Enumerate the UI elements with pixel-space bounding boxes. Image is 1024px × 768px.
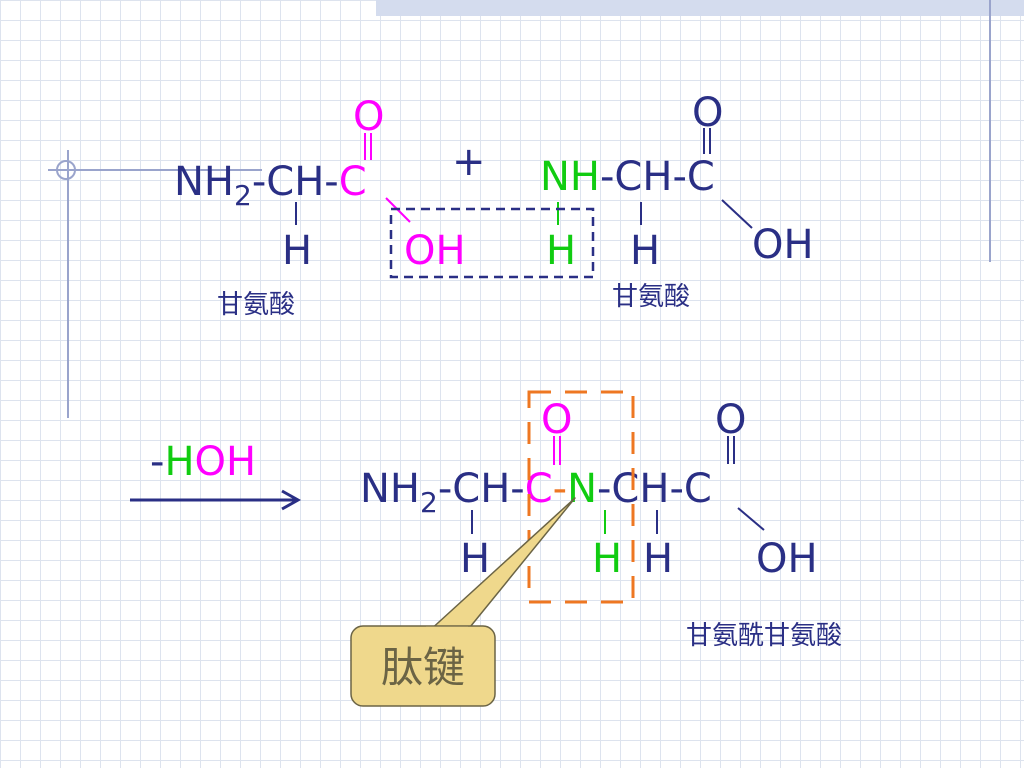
p-nh2: NH xyxy=(360,466,420,512)
r1-hydrogen: H xyxy=(282,228,312,274)
arrow-h: H xyxy=(164,439,194,485)
r1-hydroxyl: OH xyxy=(404,228,466,274)
peptide-bond-box xyxy=(527,390,635,604)
p-carbonyl-oxygen-2: O xyxy=(715,397,746,443)
p-amide-hydrogen: H xyxy=(592,536,622,582)
arrow-dash: - xyxy=(150,439,164,485)
p-ch-1: -CH- xyxy=(438,466,525,512)
r1-carbonyl-oxygen: O xyxy=(353,94,384,140)
arrow-oh: OH xyxy=(195,439,257,485)
r2-carbonyl-oxygen: O xyxy=(692,90,723,136)
p-c-oh-bond xyxy=(737,507,765,531)
product-name: 甘氨酰甘氨酸 xyxy=(686,621,842,651)
r2-amine-hydrogen: H xyxy=(546,228,576,274)
p-ch-c: -CH-C xyxy=(597,466,712,512)
top-corner-band xyxy=(376,0,1024,16)
r1-nh2: NH xyxy=(174,159,234,205)
r2-hydroxyl: OH xyxy=(752,222,814,268)
r2-nh: NH xyxy=(540,154,600,200)
p-subscript-2: 2 xyxy=(420,486,438,519)
p-hydrogen-1: H xyxy=(460,536,490,582)
p-formula: NH2-CH-C-N-CH-C xyxy=(360,466,712,519)
peptide-bond-callout-pointer xyxy=(427,497,576,633)
p-carbonyl-oxygen-1: O xyxy=(541,397,572,443)
bullet-circle-icon xyxy=(56,160,76,180)
arrow-condition: -HOH xyxy=(150,439,256,485)
callout-pointer-joint xyxy=(426,626,468,632)
p-peptide-dash: - xyxy=(553,466,567,512)
r1-formula: NH2-CH-C xyxy=(174,159,367,212)
peptide-bond-callout xyxy=(350,625,496,707)
p-nitrogen: N xyxy=(567,466,597,512)
r2-ch-c: -CH-C xyxy=(600,154,715,200)
r1-name: 甘氨酸 xyxy=(217,290,295,320)
r1-carbon: C xyxy=(339,159,367,205)
reaction-arrow-head-icon xyxy=(281,489,302,511)
peptide-bond-label: 肽键 xyxy=(381,643,465,692)
p-hydrogen-2: H xyxy=(643,536,673,582)
p-hydroxyl: OH xyxy=(756,536,818,582)
r2-name: 甘氨酸 xyxy=(612,282,690,312)
r2-formula: NH-CH-C xyxy=(540,154,715,200)
r2-c-oh-bond xyxy=(721,199,753,229)
r1-subscript-2: 2 xyxy=(234,179,252,212)
r2-hydrogen: H xyxy=(630,228,660,274)
r1-ch: -CH- xyxy=(252,159,339,205)
plus-sign: + xyxy=(452,139,486,185)
